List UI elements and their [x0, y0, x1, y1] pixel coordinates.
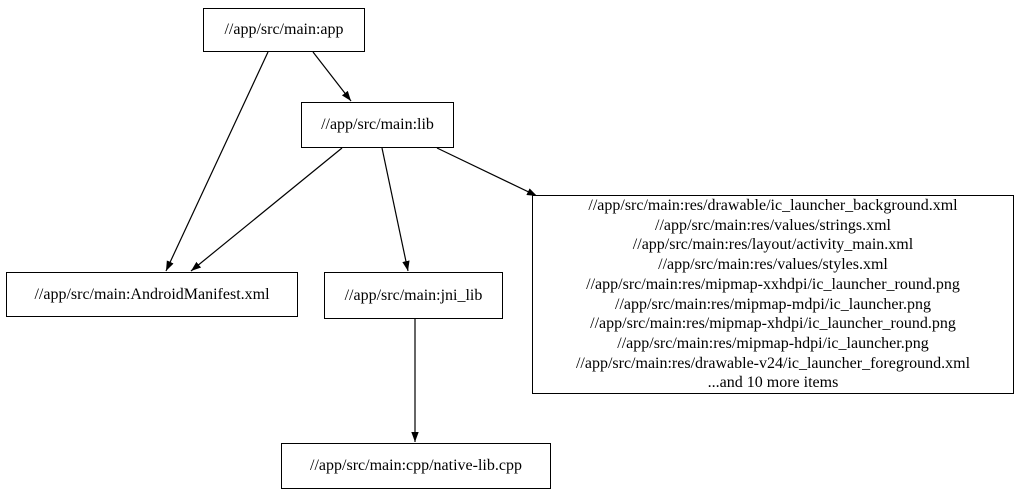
res-item-line: //app/src/main:res/mipmap-hdpi/ic_launch… [617, 334, 929, 352]
node-lib: //app/src/main:lib [301, 102, 454, 148]
res-more-items-line: ...and 10 more items [707, 374, 839, 392]
res-item-line: //app/src/main:res/drawable/ic_launcher_… [588, 196, 958, 214]
edge-lib-to-android-manifest [190, 147, 343, 272]
res-item-line: //app/src/main:res/mipmap-xxhdpi/ic_laun… [586, 275, 960, 293]
node-res-group: //app/src/main:res/drawable/ic_launcher_… [532, 195, 1014, 394]
edge-lib-to-res-group [436, 147, 538, 197]
node-jni-lib: //app/src/main:jni_lib [324, 272, 503, 319]
edge-app-to-lib [312, 51, 352, 102]
res-item-line: //app/src/main:res/drawable-v24/ic_launc… [575, 354, 971, 372]
res-item-line: //app/src/main:res/values/styles.xml [658, 256, 888, 274]
res-item-line: //app/src/main:res/values/strings.xml [655, 216, 891, 234]
edge-lib-to-jni-lib [381, 147, 410, 272]
node-app: //app/src/main:app [203, 8, 365, 52]
res-item-line: //app/src/main:res/layout/activity_main.… [632, 236, 914, 254]
node-android-manifest: //app/src/main:AndroidManifest.xml [6, 272, 298, 317]
res-item-line: //app/src/main:res/mipmap-mdpi/ic_launch… [615, 295, 931, 313]
res-item-line: //app/src/main:res/mipmap-xhdpi/ic_launc… [590, 315, 956, 333]
node-native-lib-cpp: //app/src/main:cpp/native-lib.cpp [281, 443, 551, 489]
edge-app-to-android-manifest [165, 51, 269, 272]
